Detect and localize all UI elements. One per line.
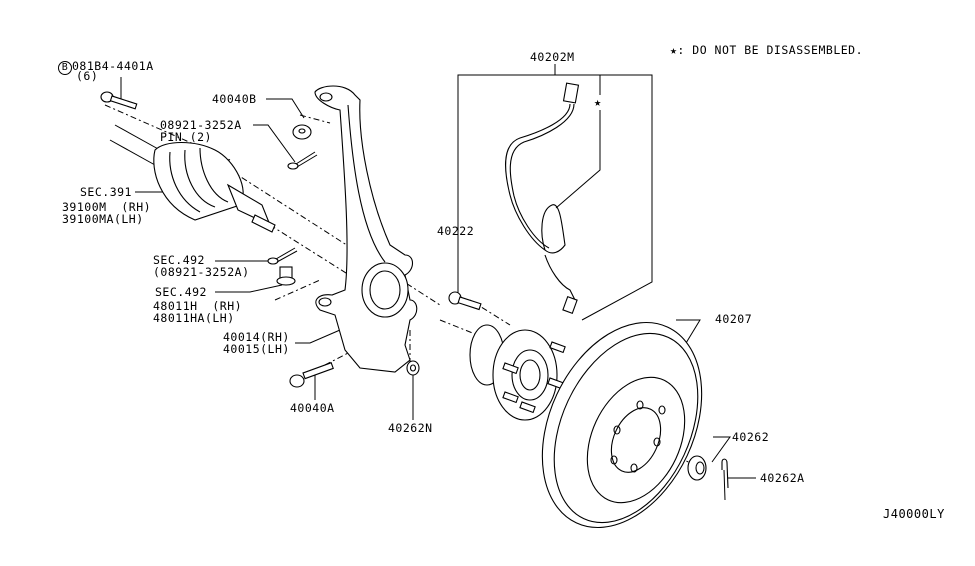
label-40202m: 40202M	[530, 50, 575, 64]
label-40040a: 40040A	[290, 401, 335, 415]
label-sec492-pin: SEC.492	[153, 253, 205, 267]
brake-rotor	[541, 321, 703, 529]
nut-492-shape	[276, 266, 296, 286]
label-40262n: 40262N	[388, 421, 433, 435]
label-sec492-pin-part: (08921-3252A)	[153, 265, 250, 279]
hub-bolt-shape	[448, 291, 482, 311]
label-40040b: 40040B	[212, 92, 257, 106]
diagram-id: J40000LY	[883, 507, 945, 521]
label-sec391: SEC.391	[80, 185, 132, 199]
label-pin-part: 08921-3252A	[160, 118, 242, 132]
wheel-speed-sensor	[504, 82, 580, 314]
label-sec492-nut-lh: 48011HA(LH)	[153, 311, 235, 325]
bolt-40040a-shape	[289, 362, 334, 388]
steering-knuckle	[314, 85, 418, 373]
nut-40262n-shape	[406, 360, 420, 376]
legend-note: ★: DO NOT BE DISASSEMBLED.	[670, 43, 864, 57]
label-40262a: 40262A	[760, 471, 805, 485]
label-40262: 40262	[732, 430, 770, 444]
cotter-40262a-shape	[721, 458, 729, 501]
star-icon: ★	[594, 95, 602, 109]
circle-b-icon: B	[58, 61, 72, 75]
label-40222: 40222	[437, 224, 475, 238]
nut-40040b-shape	[292, 124, 312, 140]
label-bolt-qty: (6)	[76, 69, 99, 83]
hub-nut-shape	[687, 455, 707, 481]
label-sec391-lh: 39100MA(LH)	[62, 212, 144, 226]
label-sec492-nut-rh: 48011H (RH)	[153, 299, 243, 313]
label-40207: 40207	[715, 312, 753, 326]
hub-bearing	[469, 324, 566, 421]
drive-shaft	[109, 124, 276, 233]
leader-lines	[120, 64, 756, 479]
label-knuckle-rh: 40014(RH)	[223, 330, 290, 344]
cotter-pin-492-shape	[267, 247, 298, 265]
label-sec391-rh: 39100M (RH)	[62, 200, 152, 214]
cotter-pin-shape	[287, 151, 318, 170]
flange-bolt	[100, 91, 138, 110]
label-knuckle-lh: 40015(LH)	[223, 342, 290, 356]
label-pin-qty: PIN (2)	[160, 130, 212, 144]
label-sec492-nut: SEC.492	[155, 285, 207, 299]
